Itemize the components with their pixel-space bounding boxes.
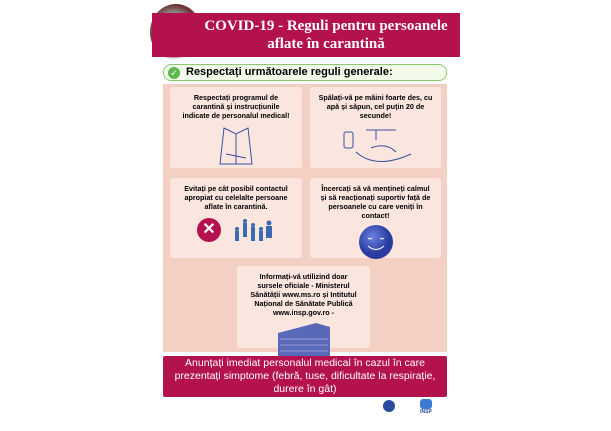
people-group-icon (235, 219, 272, 241)
insp-logo: INSP (420, 399, 432, 415)
rule-card-calm: Încercați să vă mențineți calmul și să r… (310, 178, 441, 259)
check-icon: ✓ (168, 67, 180, 79)
rule-text: Informați-vă utilizind doar sursele ofic… (250, 272, 357, 317)
rule-card-official-sources: Informați-vă utilizind doar sursele ofic… (237, 266, 370, 357)
rule-text: Spălați-vă pe mâini foarte des, cu apă ș… (318, 93, 433, 120)
rule-text: Încercați să vă mențineți calmul și să r… (320, 184, 431, 220)
rule-card-avoid-contact: Evitați pe cât posibil contactul apropia… (170, 178, 302, 258)
rule-card-quarantine: Respectați programul de carantină și ins… (170, 87, 302, 168)
rule-text: Respectați programul de carantină și ins… (182, 93, 290, 120)
insp-emblem-icon (420, 399, 432, 409)
ministry-emblem-icon (383, 400, 395, 412)
doctor-coat-icon (219, 127, 253, 165)
poster-title: COVID-19 - Reguli pentru persoanele afla… (152, 13, 460, 57)
rules-heading: Respectați următoarele reguli generale: (163, 64, 447, 81)
smiley-icon (358, 225, 393, 259)
insp-label: INSP (420, 409, 432, 415)
ministry-logo (383, 400, 395, 412)
hand-washing-icon (343, 129, 411, 162)
title-line-1: COVID-19 - Reguli pentru persoanele (204, 18, 448, 34)
symptoms-banner: Anunțați imediat personalul medical în c… (163, 356, 447, 397)
building-icon (277, 323, 330, 357)
rule-card-handwash: Spălați-vă pe mâini foarte des, cu apă ș… (310, 87, 441, 168)
no-contact-icon: ✕ (197, 218, 221, 242)
title-line-2: aflate în carantină (267, 36, 385, 52)
rule-text: Evitați pe cât posibil contactul apropia… (184, 184, 288, 211)
